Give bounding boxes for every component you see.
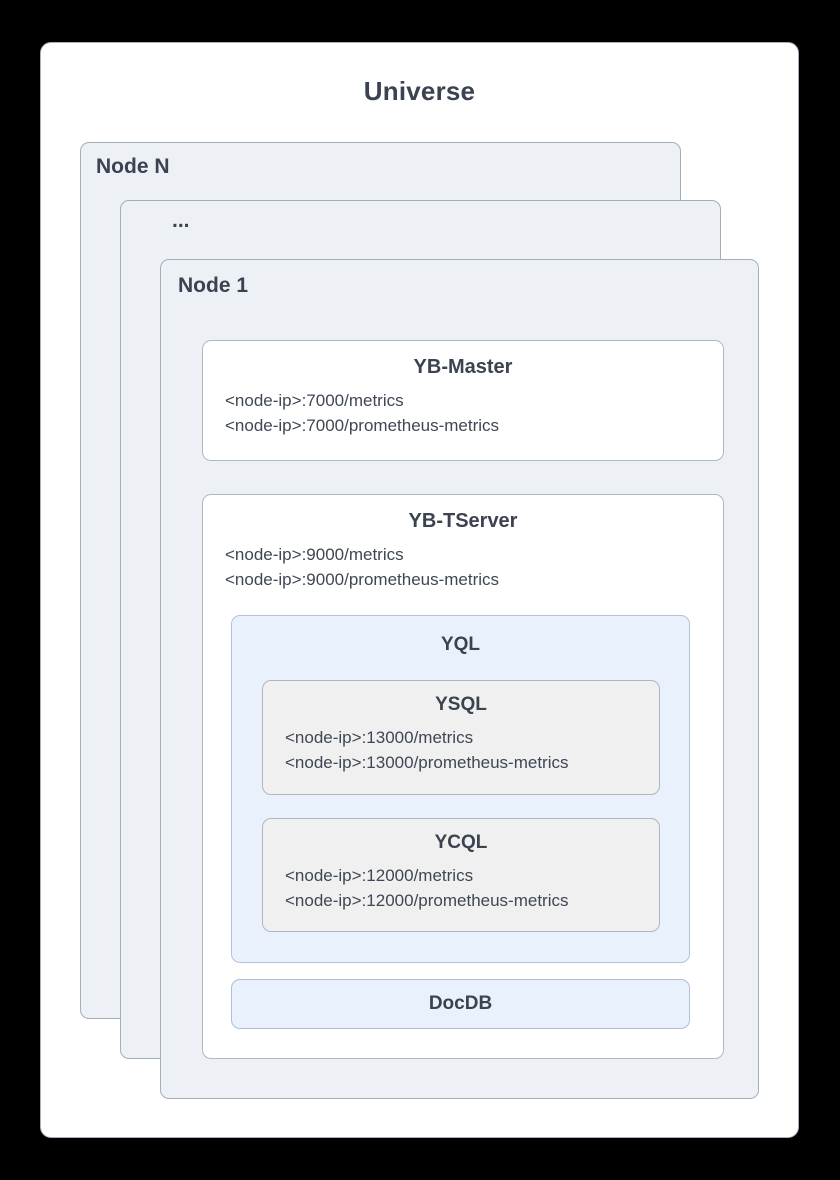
yb-master-title: YB-Master [413, 356, 513, 378]
ycql-prometheus-endpoint: <node-ip>:12000/prometheus-metrics [285, 891, 569, 910]
ycql-metrics: <node-ip>:12000/metrics <node-ip>:12000/… [263, 863, 659, 913]
ycql-title: YCQL [434, 832, 488, 853]
ycql-metric-endpoint: <node-ip>:12000/metrics [285, 866, 474, 885]
docdb-title: DocDB [428, 993, 493, 1014]
ysql-metrics: <node-ip>:13000/metrics <node-ip>:13000/… [263, 725, 659, 775]
docdb-box: DocDB [231, 979, 690, 1029]
ysql-box: YSQL <node-ip>:13000/metrics <node-ip>:1… [262, 680, 660, 795]
ycql-box: YCQL <node-ip>:12000/metrics <node-ip>:1… [262, 818, 660, 932]
node-1-box: Node 1 YB-Master <node-ip>:7000/metrics … [160, 259, 759, 1099]
yb-tserver-box: YB-TServer <node-ip>:9000/metrics <node-… [202, 494, 724, 1059]
yql-title: YQL [440, 634, 481, 655]
universe-container: Universe Node N ... Node 1 YB-Master <no… [40, 42, 799, 1138]
ysql-metric-endpoint: <node-ip>:13000/metrics [285, 728, 474, 747]
node-ellipsis-label: ... [172, 209, 190, 232]
yb-tserver-metrics: <node-ip>:9000/metrics <node-ip>:9000/pr… [203, 542, 723, 592]
yql-box: YQL YSQL <node-ip>:13000/metrics <node-i… [231, 615, 690, 963]
yb-tserver-prometheus-endpoint: <node-ip>:9000/prometheus-metrics [225, 570, 500, 589]
ysql-prometheus-endpoint: <node-ip>:13000/prometheus-metrics [285, 753, 569, 772]
node-1-label: Node 1 [178, 274, 249, 297]
yb-master-metric-endpoint: <node-ip>:7000/metrics [225, 391, 404, 410]
ysql-title: YSQL [435, 694, 487, 715]
yb-tserver-title: YB-TServer [408, 510, 518, 532]
yb-master-prometheus-endpoint: <node-ip>:7000/prometheus-metrics [225, 416, 500, 435]
yb-master-metrics: <node-ip>:7000/metrics <node-ip>:7000/pr… [203, 388, 723, 438]
yb-master-box: YB-Master <node-ip>:7000/metrics <node-i… [202, 340, 724, 461]
node-n-label: Node N [96, 155, 170, 178]
yb-tserver-metric-endpoint: <node-ip>:9000/metrics [225, 545, 404, 564]
universe-title: Universe [363, 76, 476, 106]
